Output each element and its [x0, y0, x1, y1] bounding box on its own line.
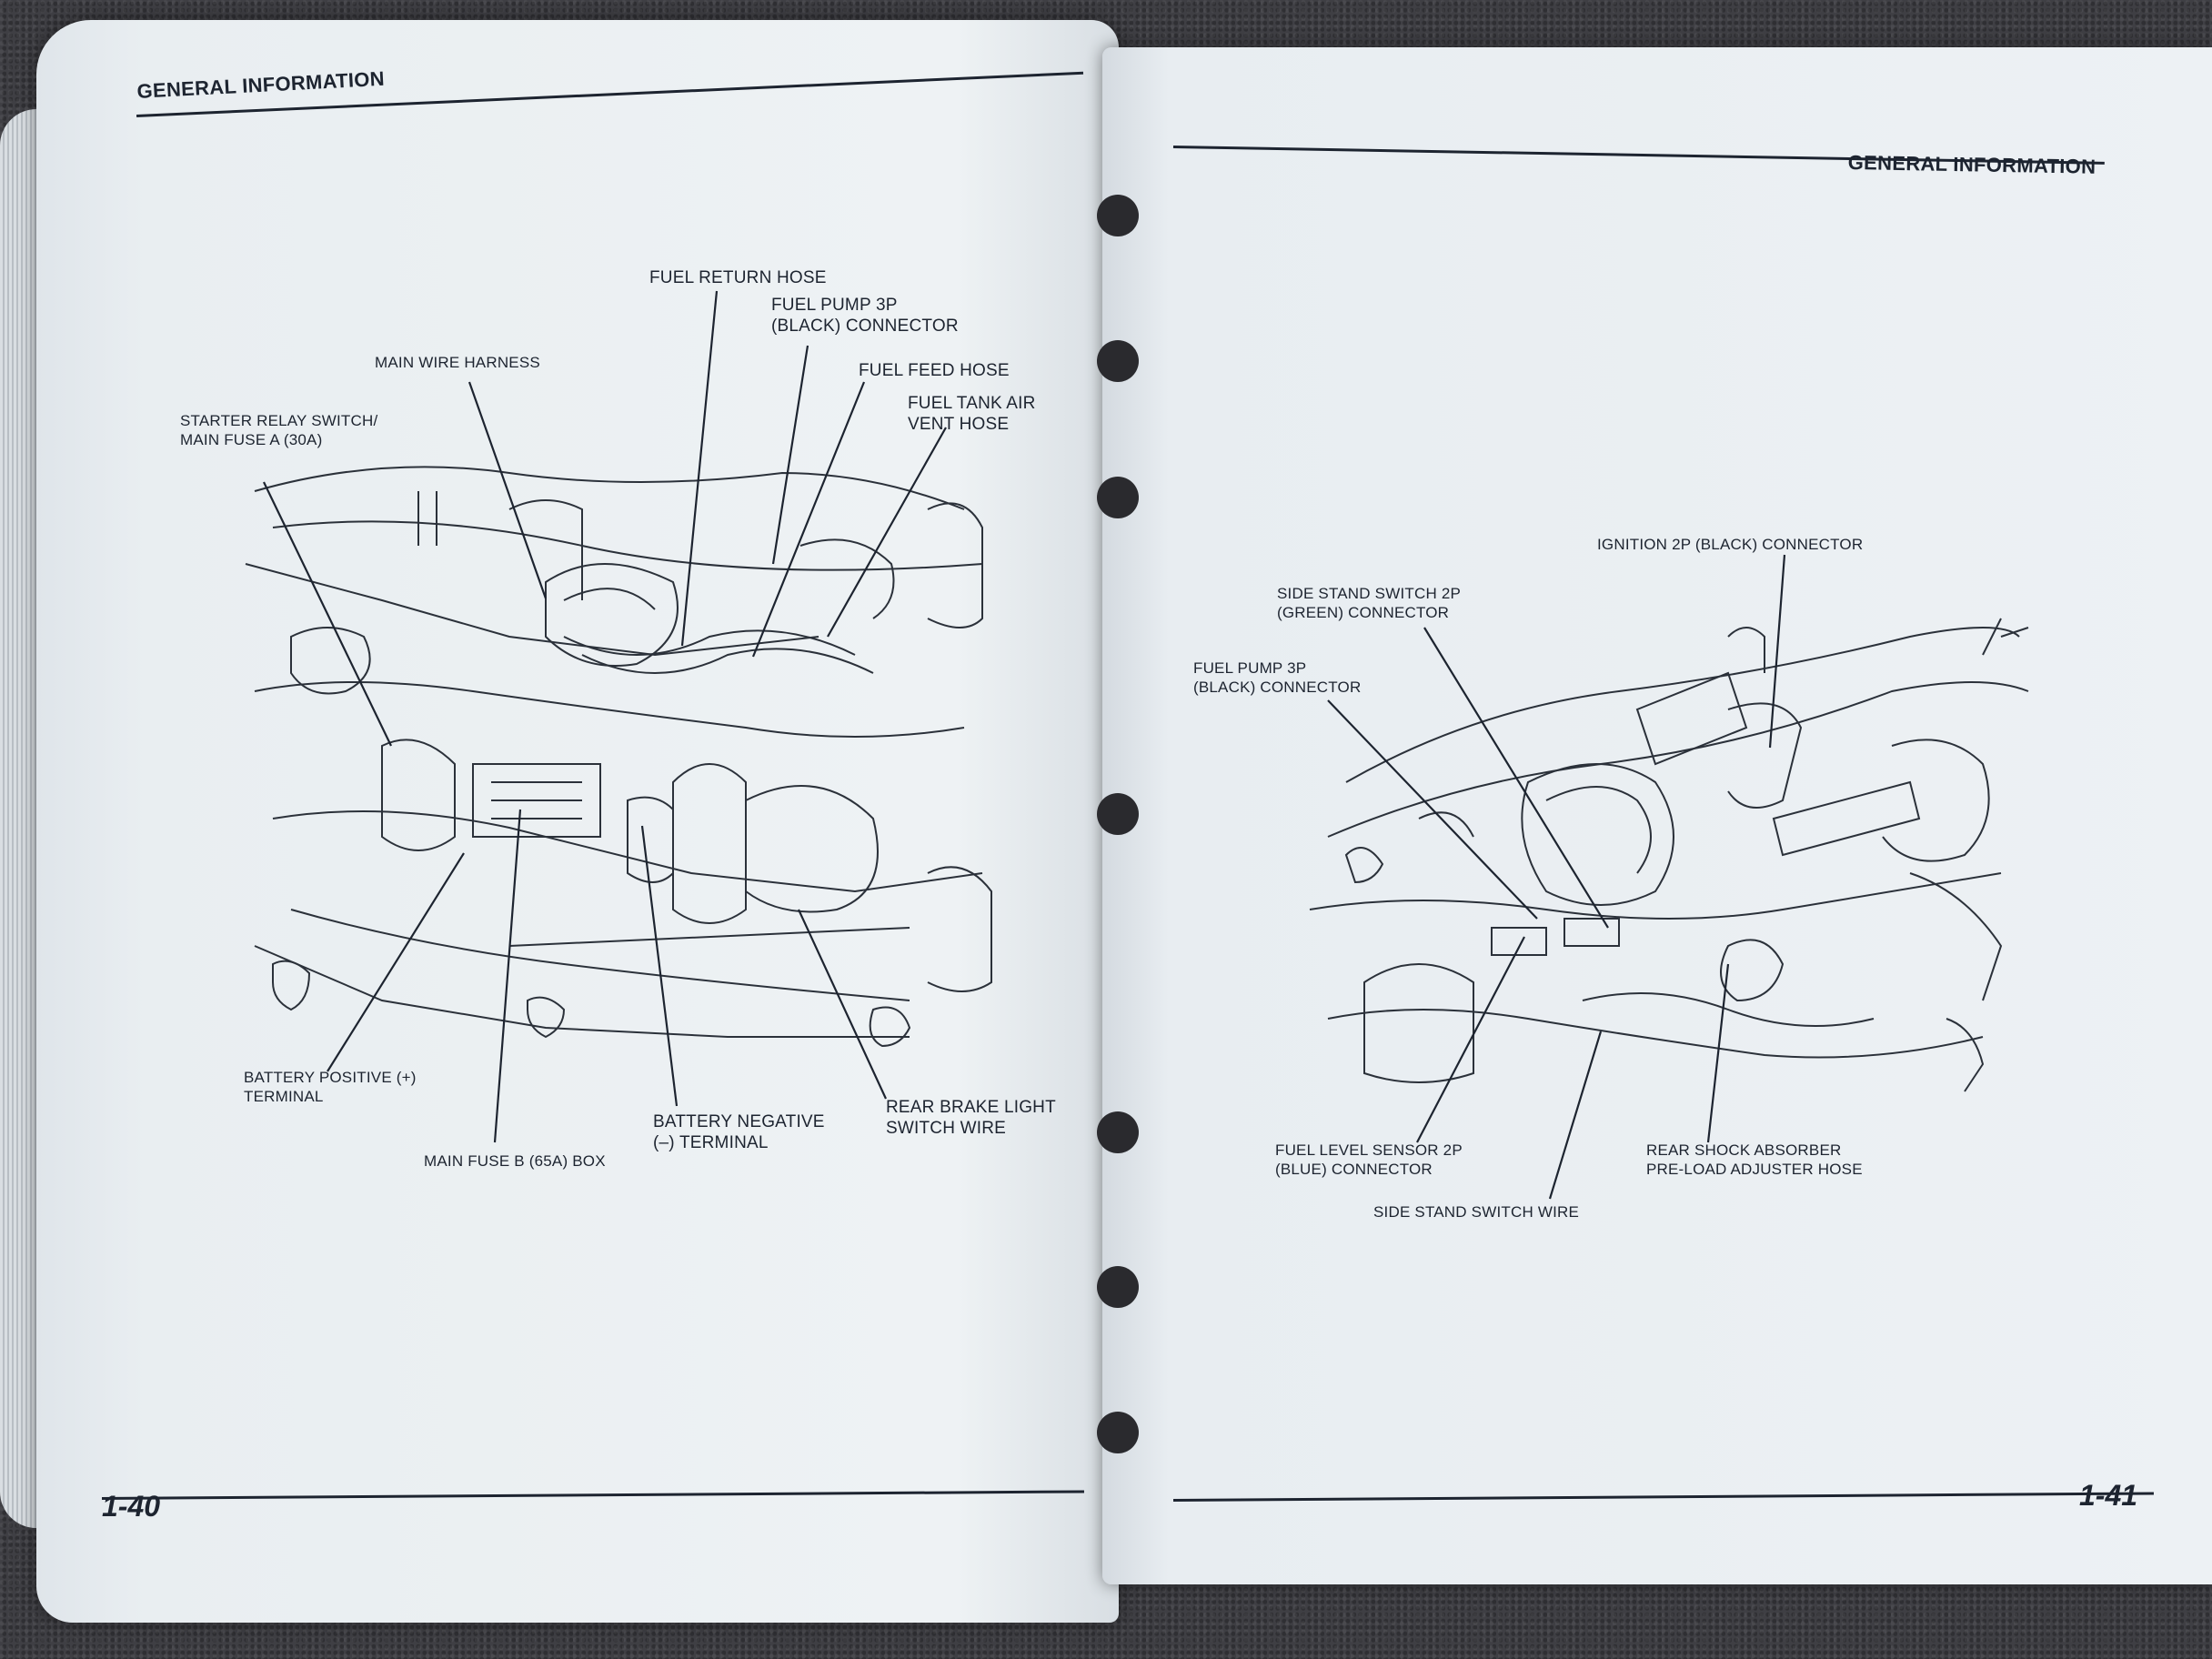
left-page: [36, 20, 1119, 1623]
binder-hole: [1097, 1266, 1139, 1308]
callout-starter-relay-switch: STARTER RELAY SWITCH/ MAIN FUSE A (30A): [180, 412, 378, 448]
binder-hole: [1097, 340, 1139, 382]
binder-hole: [1097, 1412, 1139, 1453]
callout-battery-negative-terminal: BATTERY NEGATIVE (–) TERMINAL: [653, 1112, 825, 1152]
callout-ignition-connector: IGNITION 2P (BLACK) CONNECTOR: [1597, 536, 1864, 553]
binder-hole: [1097, 195, 1139, 236]
binder-hole: [1097, 1111, 1139, 1153]
callout-main-fuse-b-box: MAIN FUSE B (65A) BOX: [424, 1152, 606, 1170]
left-page-number: 1-40: [102, 1490, 161, 1523]
callout-fuel-pump-connector-right: FUEL PUMP 3P (BLACK) CONNECTOR: [1193, 659, 1362, 696]
binder-hole: [1097, 793, 1139, 835]
right-page: [1097, 47, 2212, 1584]
callout-fuel-feed-hose: FUEL FEED HOSE: [859, 361, 1010, 380]
right-page-number: 1-41: [2079, 1479, 2138, 1512]
callout-side-stand-switch-wire: SIDE STAND SWITCH WIRE: [1373, 1203, 1580, 1221]
callout-battery-positive-terminal: BATTERY POSITIVE (+) TERMINAL: [244, 1069, 417, 1105]
callout-rear-shock-absorber-hose: REAR SHOCK ABSORBER PRE-LOAD ADJUSTER HO…: [1646, 1141, 1863, 1178]
binder-hole: [1097, 477, 1139, 518]
callout-fuel-return-hose: FUEL RETURN HOSE: [649, 268, 827, 287]
callout-fuel-level-sensor-connector: FUEL LEVEL SENSOR 2P (BLUE) CONNECTOR: [1275, 1141, 1463, 1178]
callout-fuel-tank-air-vent-hose: FUEL TANK AIR VENT HOSE: [908, 394, 1036, 434]
callout-side-stand-switch-connector: SIDE STAND SWITCH 2P (GREEN) CONNECTOR: [1277, 585, 1462, 621]
callout-rear-brake-light-switch-wire: REAR BRAKE LIGHT SWITCH WIRE: [886, 1098, 1056, 1138]
callout-fuel-pump-connector-left: FUEL PUMP 3P (BLACK) CONNECTOR: [771, 296, 959, 336]
callout-main-wire-harness: MAIN WIRE HARNESS: [375, 354, 540, 371]
